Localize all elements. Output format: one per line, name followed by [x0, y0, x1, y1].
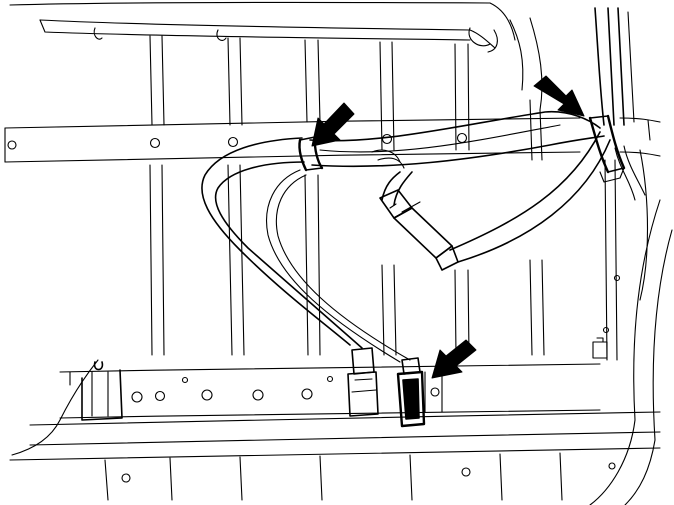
harness-clip-right: [588, 114, 626, 183]
right-side-frame: [589, 119, 673, 505]
grille-slats: [149, 35, 545, 356]
top-panel: [9, 1, 543, 111]
left-clip-bracket: [11, 359, 123, 456]
callout-arrow-icon: [431, 339, 477, 379]
wiring-harness: [201, 7, 646, 363]
callout-arrow-icon: [533, 75, 585, 117]
connector-lower-called-out: [396, 357, 426, 428]
callout-arrow-icon: [311, 102, 355, 147]
lower-perforated-bracket: [9, 363, 661, 501]
connector-lower-mating: [347, 347, 379, 417]
connector-upper-right: [379, 189, 459, 271]
